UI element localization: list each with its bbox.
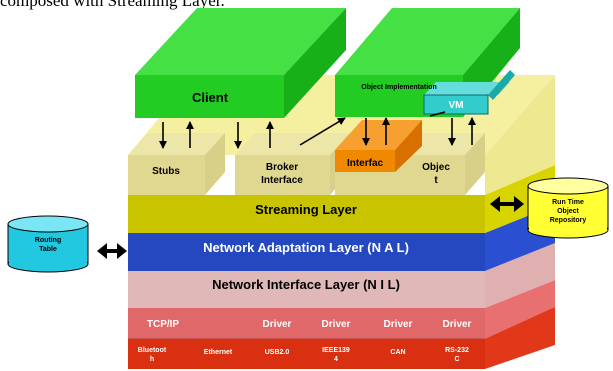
interface-block xyxy=(335,120,422,172)
streaming-layer xyxy=(128,165,555,233)
database-cylinder-icon xyxy=(7,215,89,273)
nal-layer-label: Network Adaptation Layer (N A L) xyxy=(203,240,409,255)
stubs-label: Stubs xyxy=(152,166,180,177)
usb-label: USB2.0 xyxy=(265,349,290,356)
broker-label-line-1: Broker xyxy=(266,162,298,173)
bluetooth-label-line-1: Bluetoot xyxy=(138,347,167,354)
vm-block xyxy=(423,70,515,115)
nil-layer-label: Network Interface Layer (N I L) xyxy=(212,277,400,292)
ieee-label-line-1: IEEE139 xyxy=(322,347,350,354)
driver-label-2: Driver xyxy=(322,319,351,330)
repository-line-2: Object xyxy=(557,208,579,215)
object-block xyxy=(335,133,485,195)
bluetooth-label-line-2: h xyxy=(150,356,154,363)
object-implementation-label: Object Implementation xyxy=(361,84,436,91)
arrow-diagonal-icon xyxy=(299,117,346,146)
driver-label-4: Driver xyxy=(443,319,472,330)
repository: Run Time Object Repository xyxy=(527,177,609,239)
driver-label-3: Driver xyxy=(384,319,413,330)
broker-label-line-2: Interface xyxy=(261,175,303,186)
routing-table-line-1: Routing xyxy=(35,237,61,244)
rs232-label-line-2: C xyxy=(454,356,459,363)
caption: composed with Streaming Layer. xyxy=(0,0,225,10)
object-label-line-2: t xyxy=(434,175,438,186)
stubs-block xyxy=(128,133,225,195)
client-label: Client xyxy=(192,90,229,105)
interface-label: Interfac xyxy=(347,158,384,169)
ieee-label-line-2: 4 xyxy=(334,356,338,363)
client-block xyxy=(135,8,346,118)
arrows xyxy=(159,111,476,149)
nil-layer xyxy=(128,243,555,308)
object-label-line-1: Objec xyxy=(422,162,450,173)
routing-table-line-2: Table xyxy=(39,246,57,253)
double-arrow-icon xyxy=(490,196,524,212)
can-label: CAN xyxy=(390,349,405,356)
routing-table: Routing Table xyxy=(7,215,89,273)
streaming-layer-label: Streaming Layer xyxy=(255,202,357,217)
arrow-diagonal-icon xyxy=(429,111,446,117)
rs232-label-line-1: RS-232 xyxy=(445,347,469,354)
vm-label: VM xyxy=(449,100,464,111)
double-arrow-icon xyxy=(97,243,127,259)
driver-label-1: Driver xyxy=(263,319,292,330)
repository-line-3: Repository xyxy=(550,217,587,224)
tcpip-label: TCP/IP xyxy=(147,319,180,330)
database-cylinder-icon xyxy=(527,177,609,239)
ethernet-label: Ethernet xyxy=(204,349,233,356)
repository-line-1: Run Time xyxy=(552,199,584,206)
driver-layer xyxy=(128,280,555,340)
bottom-layer xyxy=(128,307,555,369)
